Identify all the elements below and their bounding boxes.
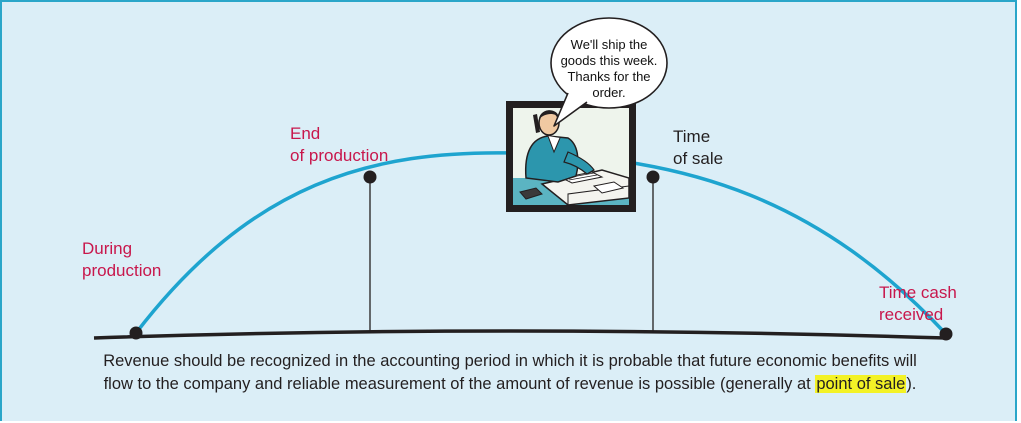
time-of-sale-point <box>646 170 660 184</box>
label-during-production: During production <box>82 239 162 280</box>
timeline-baseline <box>93 329 947 340</box>
end-of-production-point <box>363 170 377 184</box>
caption-end: ). <box>906 374 917 393</box>
caption: Revenue should be recognized in the acco… <box>88 350 932 395</box>
speech-bubble <box>550 17 668 127</box>
businessman-on-phone-icon <box>506 101 636 212</box>
label-time-cash-received: Time cash received <box>879 283 957 324</box>
label-end-of-production: End of production <box>290 124 389 165</box>
time-cash-received-point <box>939 327 953 341</box>
during-production-point <box>129 326 143 340</box>
caption-highlight: point of sale <box>815 374 907 393</box>
label-time-of-sale: Time of sale <box>673 127 724 168</box>
caption-text: Revenue should be recognized in the acco… <box>103 352 917 393</box>
speech-bubble-text: We'll ship the goods this week. Thanks f… <box>560 37 658 100</box>
